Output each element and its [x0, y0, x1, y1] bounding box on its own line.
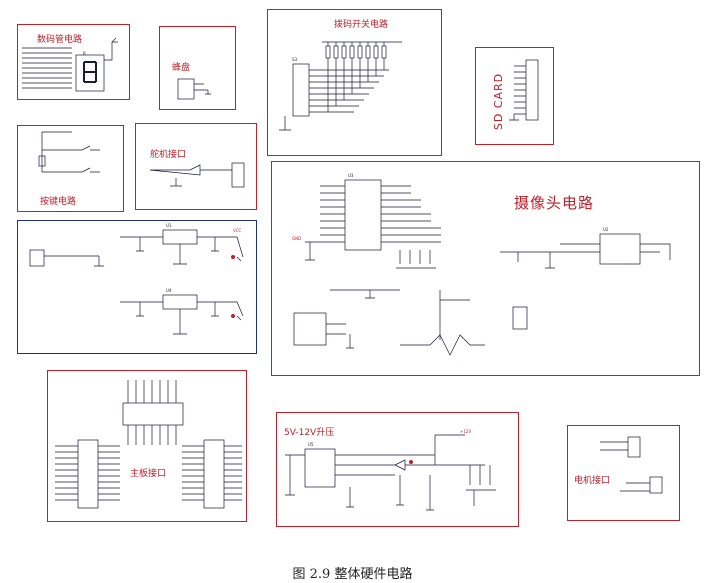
seven-segment-block: [17, 24, 130, 100]
motor-schematic: [600, 436, 663, 494]
svg-text:U1: U1: [166, 223, 172, 228]
sd-card-schematic: [509, 59, 539, 121]
keypad-schematic: [38, 131, 100, 173]
svg-text:VCC: VCC: [233, 228, 242, 233]
buzzer-title: 蜂盘: [172, 63, 191, 73]
motor-block: [567, 425, 680, 521]
sd-card-block: [475, 47, 554, 145]
power-regulator-schematic: [29, 229, 244, 335]
seven-segment-title: 数码管电路: [37, 35, 83, 45]
svg-text:B: B: [83, 51, 86, 56]
seven-segment-schematic: [22, 37, 118, 92]
camera-schematic: [293, 179, 671, 356]
main-board-schematic: [55, 380, 242, 509]
servo-title: 舵机接口: [150, 150, 187, 160]
motor-title: 电机接口: [574, 476, 611, 486]
boost-schematic: [285, 434, 496, 511]
servo-schematic: [149, 162, 245, 188]
dip-switch-block: [267, 9, 442, 156]
main-board-block: [47, 370, 247, 522]
svg-text:+12V: +12V: [460, 429, 471, 434]
dip-switch-schematic: [279, 41, 402, 131]
svg-text:U2: U2: [603, 227, 609, 232]
svg-text:S3: S3: [292, 57, 298, 62]
figure-caption: 图 2.9 整体硬件电路: [292, 567, 413, 582]
buzzer-schematic: [177, 78, 211, 100]
buzzer-block: [159, 26, 236, 110]
keypad-block: [17, 125, 124, 212]
boost-block: [276, 412, 519, 527]
svg-text:U4: U4: [166, 288, 172, 293]
camera-block: [271, 161, 700, 376]
camera-title: 摄像头电路: [514, 194, 595, 212]
dip-switch-title: 拨码开关电路: [334, 20, 389, 30]
servo-block: [135, 123, 257, 210]
svg-text:GND: GND: [292, 236, 301, 241]
svg-text:U5: U5: [308, 442, 314, 447]
svg-text:U3: U3: [348, 173, 354, 178]
main-board-title: 主板接口: [130, 469, 167, 479]
power-regulator-block: [17, 220, 257, 354]
keypad-title: 按键电路: [40, 197, 77, 207]
boost-title: 5V-12V升压: [284, 428, 335, 438]
